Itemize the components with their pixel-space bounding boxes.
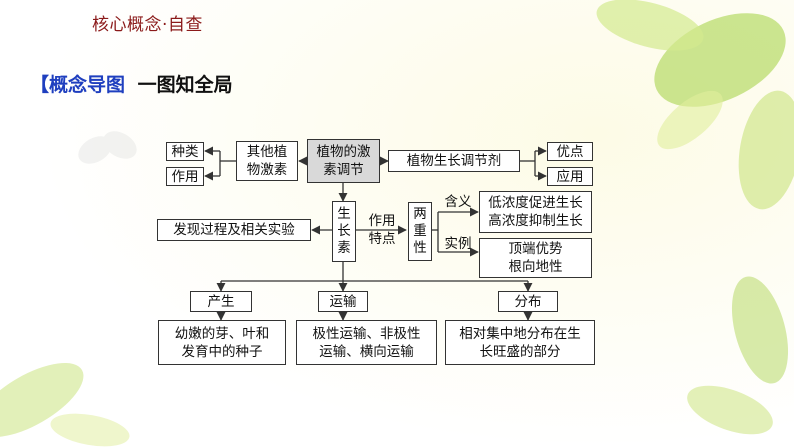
- section-header: 核心概念·自查: [92, 15, 203, 35]
- node-advantages: 优点: [547, 142, 593, 161]
- leaf-shape: [657, 90, 723, 150]
- title-rest-part: 一图知全局: [137, 74, 233, 96]
- node-distribution: 分布: [498, 291, 558, 312]
- node-examples: 顶端优势 根向地性: [479, 238, 592, 278]
- node-transport: 运输: [318, 291, 368, 312]
- leaf-shape: [731, 276, 789, 384]
- leaf-shape: [687, 385, 773, 435]
- node-auxin: 生 长 素: [332, 201, 356, 262]
- node-discovery: 发现过程及相关实验: [157, 219, 311, 241]
- leaf-shape: [0, 363, 84, 437]
- node-low-high: 低浓度促进生长 高浓度抑制生长: [479, 191, 592, 233]
- node-types: 种类: [166, 142, 204, 161]
- label-example: 实例: [444, 236, 472, 252]
- title-bracket-part: 【概念导图: [30, 74, 126, 96]
- butterfly-shape: [78, 131, 137, 164]
- leaf-shape: [50, 413, 130, 447]
- leaf-shape: [738, 90, 794, 210]
- node-application: 应用: [547, 167, 593, 186]
- node-production: 产生: [190, 291, 252, 312]
- node-other-hormones: 其他植 物激素: [236, 141, 298, 181]
- node-distribution-detail: 相对集中地分布在生 长旺盛的部分: [445, 320, 595, 365]
- node-hormone-regulation: 植物的激 素调节: [307, 139, 380, 183]
- label-meaning: 含义: [444, 194, 472, 210]
- node-use-left: 作用: [166, 167, 204, 186]
- leaf-shape: [596, 0, 704, 51]
- node-transport-detail: 极性运输、非极性 运输、横向运输: [296, 320, 437, 365]
- page-title: 【概念导图 一图知全局: [30, 70, 233, 97]
- node-production-detail: 幼嫩的芽、叶和 发育中的种子: [158, 320, 286, 365]
- node-growth-regulator: 植物生长调节剂: [388, 150, 520, 172]
- label-action-feature: 作用 特点: [368, 213, 396, 247]
- node-dual-nature: 两 重 性: [408, 202, 432, 261]
